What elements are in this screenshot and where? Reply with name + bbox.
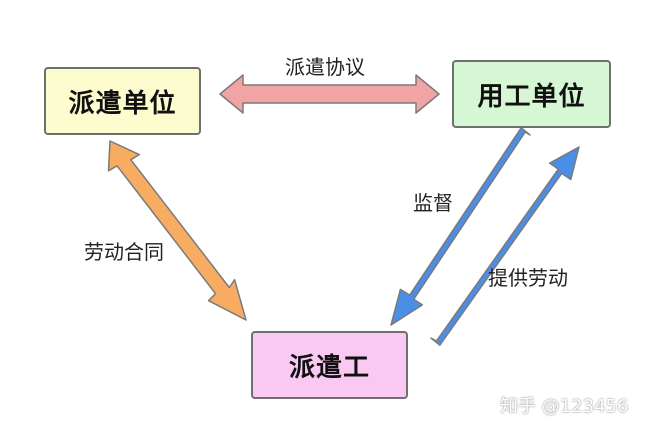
labor-contract-arrow: [107, 140, 247, 321]
label-supervision: 监督: [413, 191, 453, 215]
supervision-arrow: [390, 127, 531, 326]
label-labor-contract: 劳动合同: [84, 240, 164, 264]
node-employer: 用工单位: [452, 60, 611, 128]
labor-provision-arrow: [430, 146, 580, 346]
watermark: 知乎 @123456: [500, 396, 629, 417]
label-dispatch-agreement: 派遣协议: [285, 55, 365, 79]
node-dispatch-agency: 派遣单位: [44, 67, 201, 135]
label-labor-provision: 提供劳动: [488, 266, 568, 290]
agreement-arrow: [219, 74, 440, 114]
node-dispatched-worker: 派遣工: [251, 331, 408, 399]
